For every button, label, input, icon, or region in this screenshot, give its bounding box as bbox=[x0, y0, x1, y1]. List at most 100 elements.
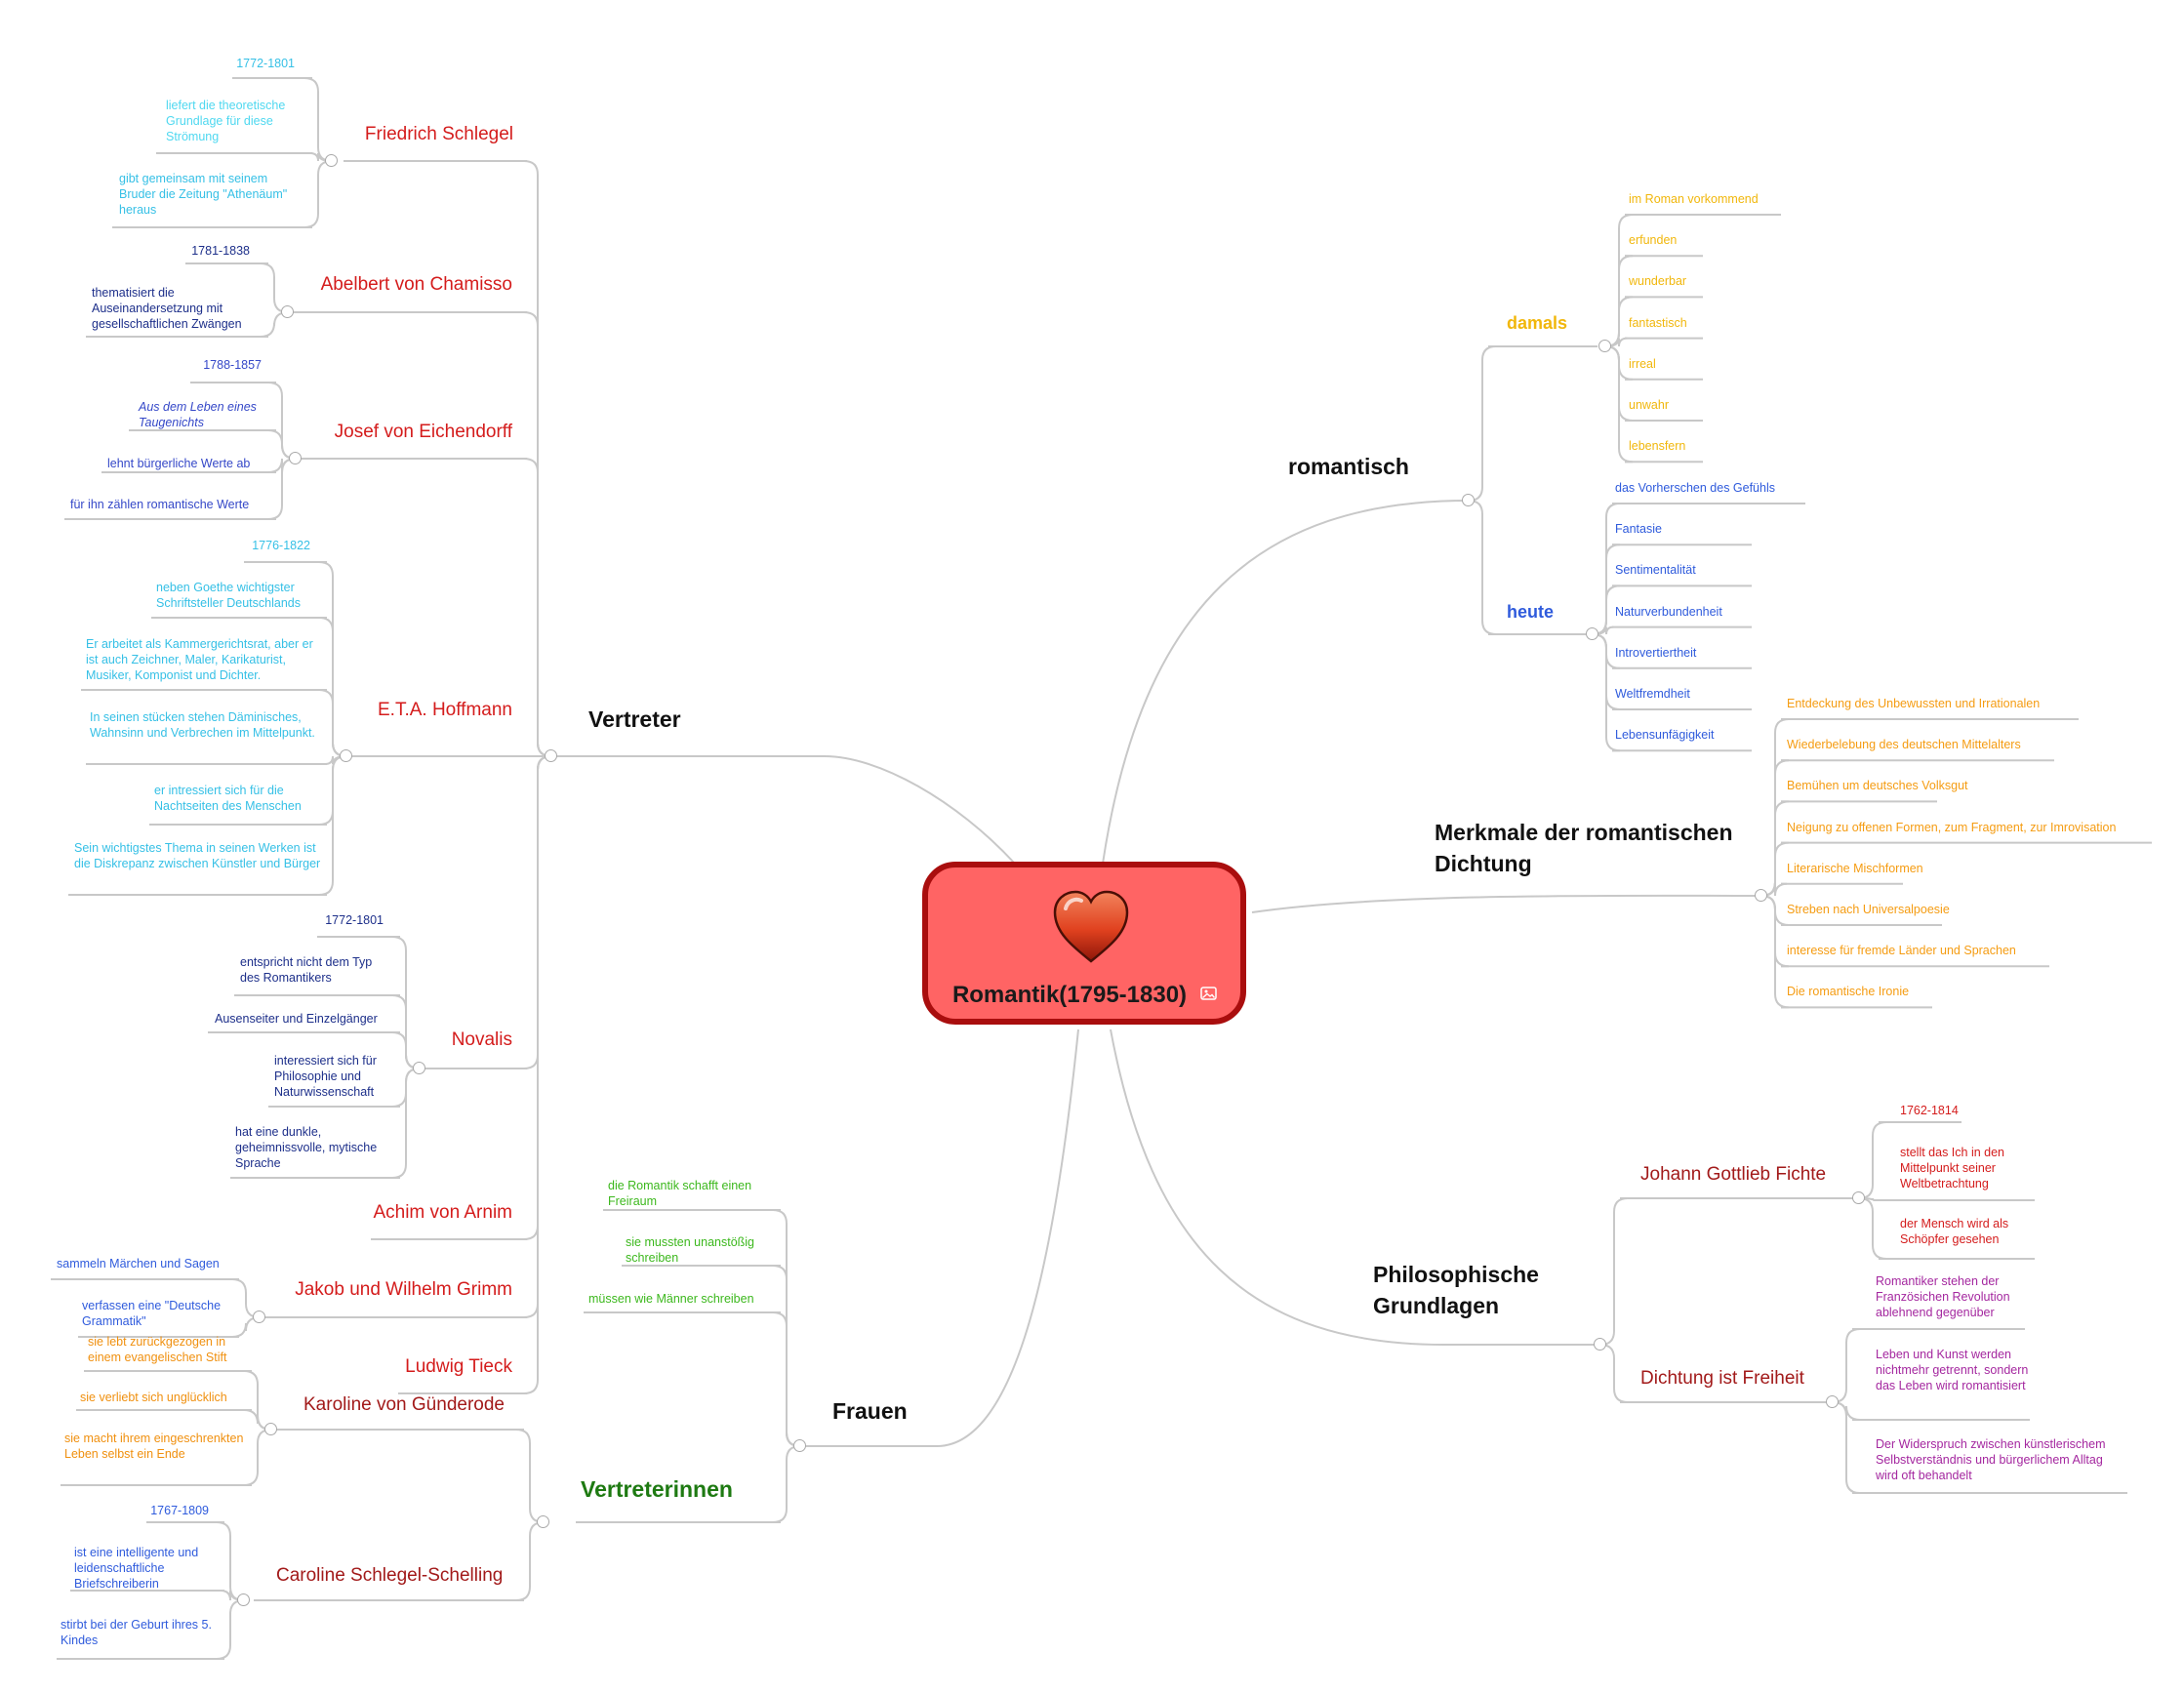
leaf-fichte-years[interactable]: 1762-1814 bbox=[1900, 1104, 1959, 1117]
branch-vertreter[interactable]: Vertreter bbox=[588, 706, 681, 732]
leaf-novalis-philosophie[interactable]: interessiert sich für Philosophie und Na… bbox=[274, 1054, 377, 1099]
leaf-eichendorff-romantische-werte[interactable]: für ihn zählen romantische Werte bbox=[70, 498, 250, 511]
hub-friedrich-schlegel-collapse-toggle[interactable] bbox=[325, 154, 338, 167]
leaf-damals-1[interactable]: im Roman vorkommend bbox=[1629, 192, 1759, 206]
leaf-heute-3[interactable]: Sentimentalität bbox=[1615, 563, 1696, 578]
leaf-merkmal-2[interactable]: Wiederbelebung des deutschen Mittelalter… bbox=[1787, 738, 2021, 752]
leaf-merkmal-1[interactable]: Entdeckung des Unbewussten und Irrationa… bbox=[1787, 697, 2041, 710]
topic-eichendorff[interactable]: Josef von Eichendorff bbox=[334, 422, 512, 442]
leaf-hoffmann-diskrepanz[interactable]: Sein wichtigstes Thema in seinen Werken … bbox=[74, 841, 321, 870]
leaf-schlegel-grundlage[interactable]: liefert die theoretische Grundlage für d… bbox=[166, 99, 286, 143]
leaf-frauen-maenner[interactable]: müssen wie Männer schreiben bbox=[588, 1292, 754, 1306]
leaf-merkmal-7[interactable]: interesse für fremde Länder und Sprachen bbox=[1787, 944, 2016, 958]
leaf-hoffmann-beruf[interactable]: Er arbeitet als Kammergerichtsrat, aber … bbox=[86, 637, 313, 682]
leaf-heute-7[interactable]: Lebensunfägigkeit bbox=[1615, 728, 1715, 743]
leaf-novalis-aussenseiter[interactable]: Ausenseiter und Einzelgänger bbox=[215, 1012, 378, 1026]
hub-vertreterinnen-collapse-toggle[interactable] bbox=[537, 1515, 549, 1528]
leaf-grimm-grammatik[interactable]: verfassen eine "Deutsche Grammatik" bbox=[82, 1299, 222, 1328]
leaf-guenderode-verliebt[interactable]: sie verliebt sich unglücklich bbox=[80, 1391, 227, 1404]
leaf-fichte-ich[interactable]: stellt das Ich in den Mittelpunkt seiner… bbox=[1900, 1146, 2005, 1190]
topic-dichtung-ist-freiheit[interactable]: Dichtung ist Freiheit bbox=[1640, 1368, 1804, 1389]
leaf-merkmal-3[interactable]: Bemühen um deutsches Volksgut bbox=[1787, 779, 1968, 793]
central-topic[interactable]: Romantik(1795-1830) bbox=[922, 862, 1246, 1025]
leaf-merkmal-4[interactable]: Neigung zu offenen Formen, zum Fragment,… bbox=[1787, 820, 2117, 834]
leaf-heute-6[interactable]: Weltfremdheit bbox=[1615, 687, 1690, 701]
leaf-merkmal-5[interactable]: Literarische Mischformen bbox=[1787, 861, 1923, 875]
leaf-chamisso-thema[interactable]: thematisiert die Auseinandersetzung mit … bbox=[92, 286, 242, 331]
leaf-frauen-unanstoessig[interactable]: sie mussten unanstößig schreiben bbox=[626, 1235, 755, 1265]
hub-guenderode-collapse-toggle[interactable] bbox=[264, 1423, 277, 1435]
leaf-freiheit-widerspruch[interactable]: Der Widerspruch zwischen künstlerischem … bbox=[1876, 1437, 2106, 1482]
hub-schlegel-schelling-collapse-toggle[interactable] bbox=[237, 1593, 250, 1606]
leaf-hoffmann-goethe[interactable]: neben Goethe wichtigster Schriftsteller … bbox=[156, 581, 301, 610]
leaf-schelling-briefe[interactable]: ist eine intelligente und leidenschaftli… bbox=[74, 1546, 199, 1591]
topic-fichte[interactable]: Johann Gottlieb Fichte bbox=[1640, 1164, 1827, 1185]
leaf-damals-4[interactable]: fantastisch bbox=[1629, 315, 1687, 330]
branch-merkmale[interactable]: Merkmale der romantischen Dichtung bbox=[1435, 820, 1733, 876]
hub-vertreter-collapse-toggle[interactable] bbox=[545, 749, 557, 762]
leaf-schlegel-athenaeum[interactable]: gibt gemeinsam mit seinem Bruder die Zei… bbox=[119, 172, 288, 217]
hub-frauen-collapse-toggle[interactable] bbox=[793, 1439, 806, 1452]
leaf-hoffmann-stuecke[interactable]: In seinen stücken stehen Däminisches, Wa… bbox=[90, 710, 315, 740]
hub-grimm-collapse-toggle[interactable] bbox=[253, 1311, 265, 1323]
hub-eichendorff-collapse-toggle[interactable] bbox=[289, 452, 302, 464]
hub-heute-collapse-toggle[interactable] bbox=[1586, 627, 1598, 640]
leaf-grimm-maerchen[interactable]: sammeln Märchen und Sagen bbox=[57, 1257, 220, 1270]
hub-romantisch-collapse-toggle[interactable] bbox=[1462, 494, 1475, 506]
leaf-damals-7[interactable]: lebensfern bbox=[1629, 439, 1686, 454]
leaf-novalis-sprache[interactable]: hat eine dunkle, geheimnissvolle, mytisc… bbox=[235, 1125, 378, 1170]
hub-merkmale-collapse-toggle[interactable] bbox=[1755, 889, 1767, 902]
leaf-eichendorff-werte-ab[interactable]: lehnt bürgerliche Werte ab bbox=[107, 457, 251, 470]
topic-tieck[interactable]: Ludwig Tieck bbox=[405, 1356, 512, 1377]
hub-hoffmann-collapse-toggle[interactable] bbox=[340, 749, 352, 762]
leaf-chamisso-years[interactable]: 1781-1838 bbox=[191, 244, 250, 258]
leaf-fichte-schoepfer[interactable]: der Mensch wird als Schöpfer gesehen bbox=[1900, 1217, 2009, 1246]
leaf-damals-2[interactable]: erfunden bbox=[1629, 233, 1678, 248]
topic-hoffmann[interactable]: E.T.A. Hoffmann bbox=[378, 700, 512, 720]
hub-chamisso-collapse-toggle[interactable] bbox=[281, 305, 294, 318]
leaf-heute-1[interactable]: das Vorherschen des Gefühls bbox=[1615, 481, 1775, 495]
hub-dichtung-ist-freiheit-collapse-toggle[interactable] bbox=[1826, 1395, 1839, 1408]
hub-philosophische-collapse-toggle[interactable] bbox=[1594, 1338, 1606, 1351]
hub-damals-collapse-toggle[interactable] bbox=[1598, 340, 1611, 352]
leaf-schlegel-years[interactable]: 1772-1801 bbox=[236, 57, 295, 70]
leaf-damals-6[interactable]: unwahr bbox=[1629, 398, 1669, 412]
hub-fichte-collapse-toggle[interactable] bbox=[1852, 1191, 1865, 1204]
leaf-eichendorff-taugenichts[interactable]: Aus dem Leben eines Taugenichts bbox=[139, 400, 257, 429]
leaf-novalis-typ[interactable]: entspricht nicht dem Typ des Romantikers bbox=[240, 955, 373, 985]
topic-schlegel-schelling[interactable]: Caroline Schlegel-Schelling bbox=[276, 1565, 504, 1586]
leaf-eichendorff-years[interactable]: 1788-1857 bbox=[203, 358, 262, 372]
topic-grimm[interactable]: Jakob und Wilhelm Grimm bbox=[295, 1279, 512, 1300]
leaf-heute-4[interactable]: Naturverbundenheit bbox=[1615, 604, 1722, 619]
topic-damals[interactable]: damals bbox=[1507, 313, 1568, 333]
image-icon[interactable] bbox=[1200, 987, 1217, 1000]
branch-romantisch[interactable]: romantisch bbox=[1288, 454, 1409, 479]
leaf-schelling-kind[interactable]: stirbt bei der Geburt ihres 5. Kindes bbox=[61, 1618, 212, 1647]
leaf-schelling-years[interactable]: 1767-1809 bbox=[150, 1504, 209, 1517]
branch-vertreterinnen[interactable]: Vertreterinnen bbox=[581, 1476, 733, 1502]
leaf-heute-5[interactable]: Introvertiertheit bbox=[1615, 645, 1697, 660]
branch-philosophische-grundlagen[interactable]: Philosophische Grundlagen bbox=[1373, 1262, 1539, 1318]
topic-heute[interactable]: heute bbox=[1507, 602, 1555, 622]
leaf-merkmal-8[interactable]: Die romantische Ironie bbox=[1787, 985, 1910, 999]
topic-friedrich-schlegel[interactable]: Friedrich Schlegel bbox=[364, 124, 513, 144]
leaf-heute-2[interactable]: Fantasie bbox=[1615, 522, 1662, 537]
leaf-freiheit-revolution[interactable]: Romantiker stehen der Französichen Revol… bbox=[1876, 1274, 2010, 1319]
topic-novalis[interactable]: Novalis bbox=[451, 1029, 512, 1050]
leaf-frauen-freiraum[interactable]: die Romantik schafft einen Freiraum bbox=[608, 1179, 752, 1208]
leaf-guenderode-ende[interactable]: sie macht ihrem eingeschrenkten Leben se… bbox=[64, 1432, 244, 1461]
connector bbox=[1832, 1328, 1861, 1403]
leaf-damals-3[interactable]: wunderbar bbox=[1629, 274, 1687, 289]
topic-arnim[interactable]: Achim von Arnim bbox=[373, 1202, 512, 1223]
leaf-damals-5[interactable]: irreal bbox=[1629, 356, 1656, 371]
hub-novalis-collapse-toggle[interactable] bbox=[413, 1062, 425, 1074]
leaf-hoffmann-nachtseiten[interactable]: er intressiert sich für die Nachtseiten … bbox=[154, 784, 302, 813]
branch-frauen[interactable]: Frauen bbox=[832, 1398, 908, 1424]
topic-guenderode[interactable]: Karoline von Günderode bbox=[303, 1394, 505, 1415]
leaf-merkmal-6[interactable]: Streben nach Universalpoesie bbox=[1787, 903, 1950, 916]
topic-chamisso[interactable]: Abelbert von Chamisso bbox=[320, 274, 512, 295]
leaf-hoffmann-years[interactable]: 1776-1822 bbox=[252, 539, 310, 552]
leaf-freiheit-leben-kunst[interactable]: Leben und Kunst werden nichtmehr getrenn… bbox=[1876, 1348, 2029, 1392]
leaf-guenderode-stift[interactable]: sie lebt zurückgezogen in einem evangeli… bbox=[88, 1335, 227, 1364]
leaf-novalis-years[interactable]: 1772-1801 bbox=[325, 913, 384, 927]
